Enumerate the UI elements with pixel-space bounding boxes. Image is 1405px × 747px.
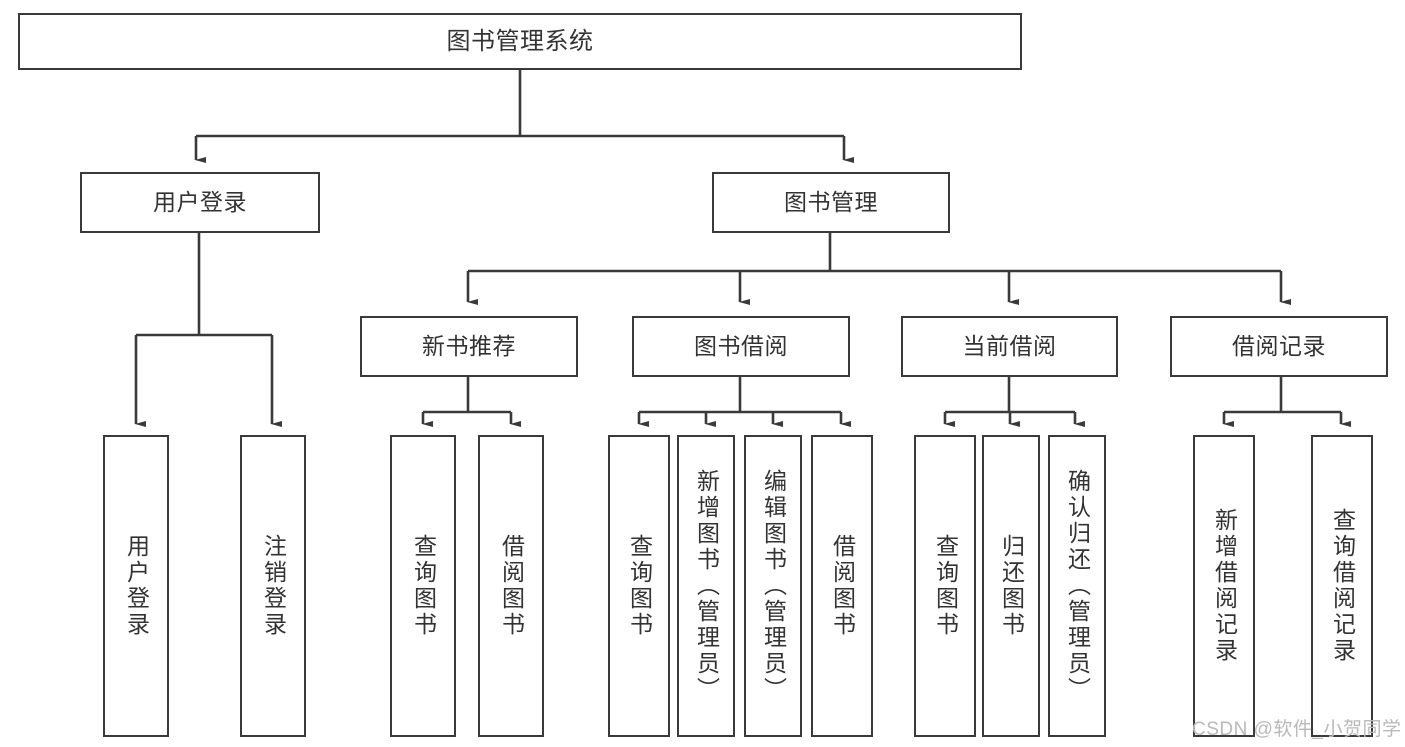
node-label: 借阅图书 bbox=[498, 534, 525, 638]
node-label: 编辑图书（管理员） bbox=[760, 469, 787, 703]
node-label: 查询图书 bbox=[626, 534, 653, 638]
node-label: 新书推荐 bbox=[422, 333, 516, 360]
leaf-query-borrow-record[interactable]: 查询借阅记录 bbox=[1311, 435, 1373, 737]
node-root-system[interactable]: 图书管理系统 bbox=[18, 13, 1022, 70]
node-label: 借阅图书 bbox=[829, 534, 856, 638]
leaf-logout[interactable]: 注销登录 bbox=[240, 435, 306, 737]
node-label: 图书借阅 bbox=[694, 333, 788, 360]
node-current-borrow[interactable]: 当前借阅 bbox=[901, 316, 1118, 377]
node-user-login[interactable]: 用户登录 bbox=[80, 172, 320, 233]
csdn-watermark: CSDN @软件_小贺同学 bbox=[1192, 719, 1402, 740]
node-borrow-record[interactable]: 借阅记录 bbox=[1170, 316, 1388, 377]
leaf-confirm-return-admin[interactable]: 确认归还（管理员） bbox=[1048, 435, 1106, 737]
leaf-add-borrow-record[interactable]: 新增借阅记录 bbox=[1193, 435, 1255, 737]
node-label: 归还图书 bbox=[998, 534, 1025, 638]
node-label: 新增借阅记录 bbox=[1211, 508, 1238, 664]
leaf-query-book-borrow[interactable]: 查询图书 bbox=[608, 435, 670, 737]
node-label: 用户登录 bbox=[153, 189, 247, 216]
node-label: 新增图书（管理员） bbox=[693, 469, 720, 703]
leaf-borrow-book-recommend[interactable]: 借阅图书 bbox=[478, 435, 544, 737]
node-book-borrow[interactable]: 图书借阅 bbox=[632, 316, 850, 377]
leaf-borrow-book[interactable]: 借阅图书 bbox=[811, 435, 873, 737]
node-label: 图书管理系统 bbox=[446, 27, 594, 55]
node-label: 确认归还（管理员） bbox=[1064, 469, 1091, 703]
leaf-query-book-current[interactable]: 查询图书 bbox=[914, 435, 976, 737]
leaf-query-book-recommend[interactable]: 查询图书 bbox=[390, 435, 456, 737]
node-label: 当前借阅 bbox=[962, 333, 1057, 360]
leaf-add-book-admin[interactable]: 新增图书（管理员） bbox=[677, 435, 735, 737]
leaf-edit-book-admin[interactable]: 编辑图书（管理员） bbox=[744, 435, 802, 737]
leaf-user-login[interactable]: 用户登录 bbox=[103, 435, 169, 737]
node-label: 借阅记录 bbox=[1232, 333, 1326, 360]
leaf-return-book[interactable]: 归还图书 bbox=[982, 435, 1040, 737]
node-label: 注销登录 bbox=[260, 534, 287, 638]
node-label: 用户登录 bbox=[123, 534, 150, 638]
node-label: 查询图书 bbox=[932, 534, 959, 638]
node-book-management[interactable]: 图书管理 bbox=[712, 172, 950, 233]
node-label: 查询借阅记录 bbox=[1329, 508, 1356, 664]
node-label: 图书管理 bbox=[784, 189, 878, 216]
node-label: 查询图书 bbox=[410, 534, 437, 638]
node-new-book-recommend[interactable]: 新书推荐 bbox=[360, 316, 578, 377]
